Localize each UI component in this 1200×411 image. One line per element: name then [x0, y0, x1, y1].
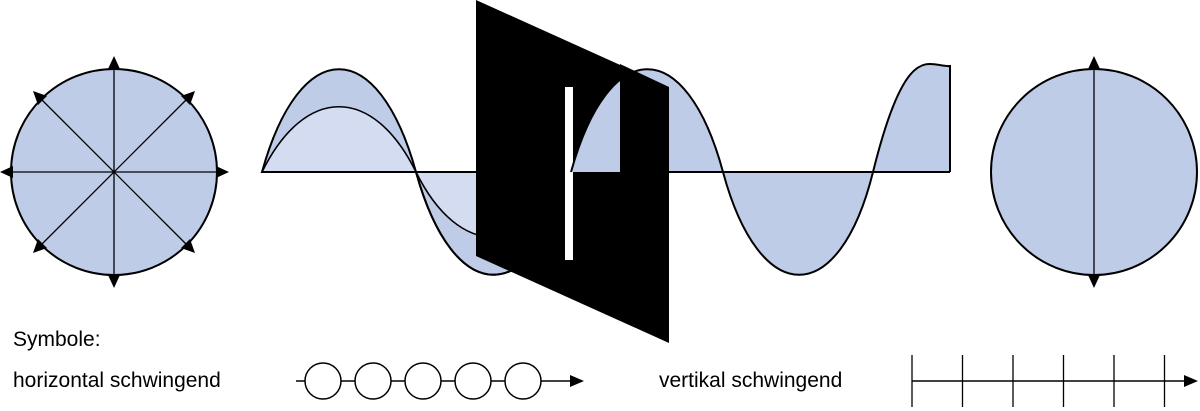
filter-slit [565, 87, 573, 260]
horizontal-oscillation-circle [504, 362, 542, 400]
arrow-right-icon [1184, 375, 1198, 387]
horizontal-oscillation-circle [304, 362, 342, 400]
outgoing-wave-curve [570, 62, 951, 276]
horizontal-oscillation-circle [404, 362, 442, 400]
unpolarized-cross-section [0, 56, 229, 288]
arrowhead-icon [1088, 275, 1100, 288]
filter-plate-front-edge [620, 64, 669, 172]
arrowhead-icon [181, 239, 195, 253]
vertical-ticks [911, 355, 1166, 407]
vertical-symbol [911, 355, 1198, 407]
symbols-heading: Symbole: [13, 328, 101, 351]
wave-behind-plate [415, 171, 572, 276]
arrowhead-icon [33, 239, 47, 253]
polarized-cross-section [990, 56, 1198, 288]
arrowhead-icon [216, 166, 229, 178]
horizontal-oscillation-circle [454, 362, 492, 400]
arrowhead-icon [33, 91, 47, 105]
horizontal-label: horizontal schwingend [13, 369, 221, 392]
arrowhead-icon [108, 275, 120, 288]
horizontal-symbol [296, 362, 584, 400]
vertical-label: vertikal schwingend [659, 369, 843, 392]
outgoing-wave [570, 62, 951, 276]
arrowhead-icon [181, 91, 195, 105]
arrowhead-icon [0, 166, 13, 178]
arrowhead-icon [108, 56, 120, 69]
arrow-right-icon [570, 375, 584, 387]
horizontal-oscillation-circle [354, 362, 392, 400]
horizontal-circles [304, 362, 542, 400]
unpolarized-arrowheads [0, 56, 229, 288]
unpolarized-axes [11, 69, 217, 275]
arrowhead-icon [1088, 56, 1100, 69]
